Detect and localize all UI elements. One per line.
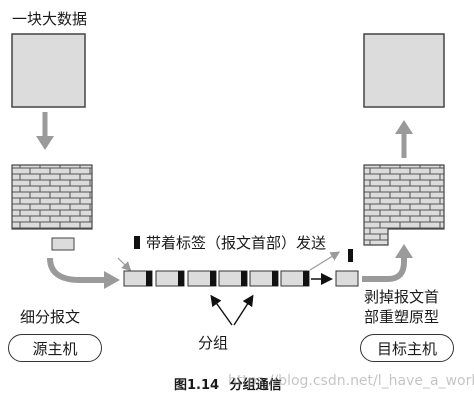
packet-4	[218, 270, 248, 287]
split-brick-block	[11, 164, 93, 230]
tag-removal-arrow-icon	[309, 251, 341, 271]
packet-row	[123, 249, 359, 287]
tagged-sent-label: 带着标签（报文首部）发送	[146, 234, 327, 252]
packet-arriving	[335, 270, 359, 287]
separated-tag	[348, 249, 353, 262]
figure-number: 图1.14	[174, 378, 220, 393]
packet-6	[280, 270, 310, 287]
source-host-pill: 源主机	[8, 334, 102, 362]
reassembling-brick-block	[363, 164, 445, 246]
packet-2	[155, 270, 185, 287]
packet-pointer-1-icon	[210, 294, 233, 326]
big-data-block	[11, 33, 86, 108]
watermark: https://blog.csdn.net/l_have_a_world	[228, 373, 474, 389]
packet-5	[249, 270, 279, 287]
figure-caption: 图1.14 分组通信	[174, 374, 282, 393]
packets-label: 分组	[198, 334, 229, 352]
big-data-label: 一块大数据	[12, 10, 88, 28]
packet-pointer-2-icon	[233, 294, 254, 326]
target-host-pill: 目标主机	[360, 334, 454, 362]
pointer-arrow-icon	[117, 257, 132, 272]
detached-packet	[51, 237, 75, 251]
tag-legend-marker	[134, 236, 140, 249]
reconstructed-data-block	[363, 33, 445, 108]
figure-title: 分组通信	[229, 378, 282, 393]
split-message-label: 细分报文	[20, 308, 81, 326]
curved-arrow-right-icon	[362, 254, 407, 282]
strip-header-label-line1: 剥掉报文首	[364, 288, 440, 306]
packet-3	[187, 270, 217, 287]
packet-1	[123, 270, 153, 287]
strip-header-label-line2: 部重塑原型	[364, 308, 440, 326]
curved-arrow-left-icon	[47, 257, 108, 283]
